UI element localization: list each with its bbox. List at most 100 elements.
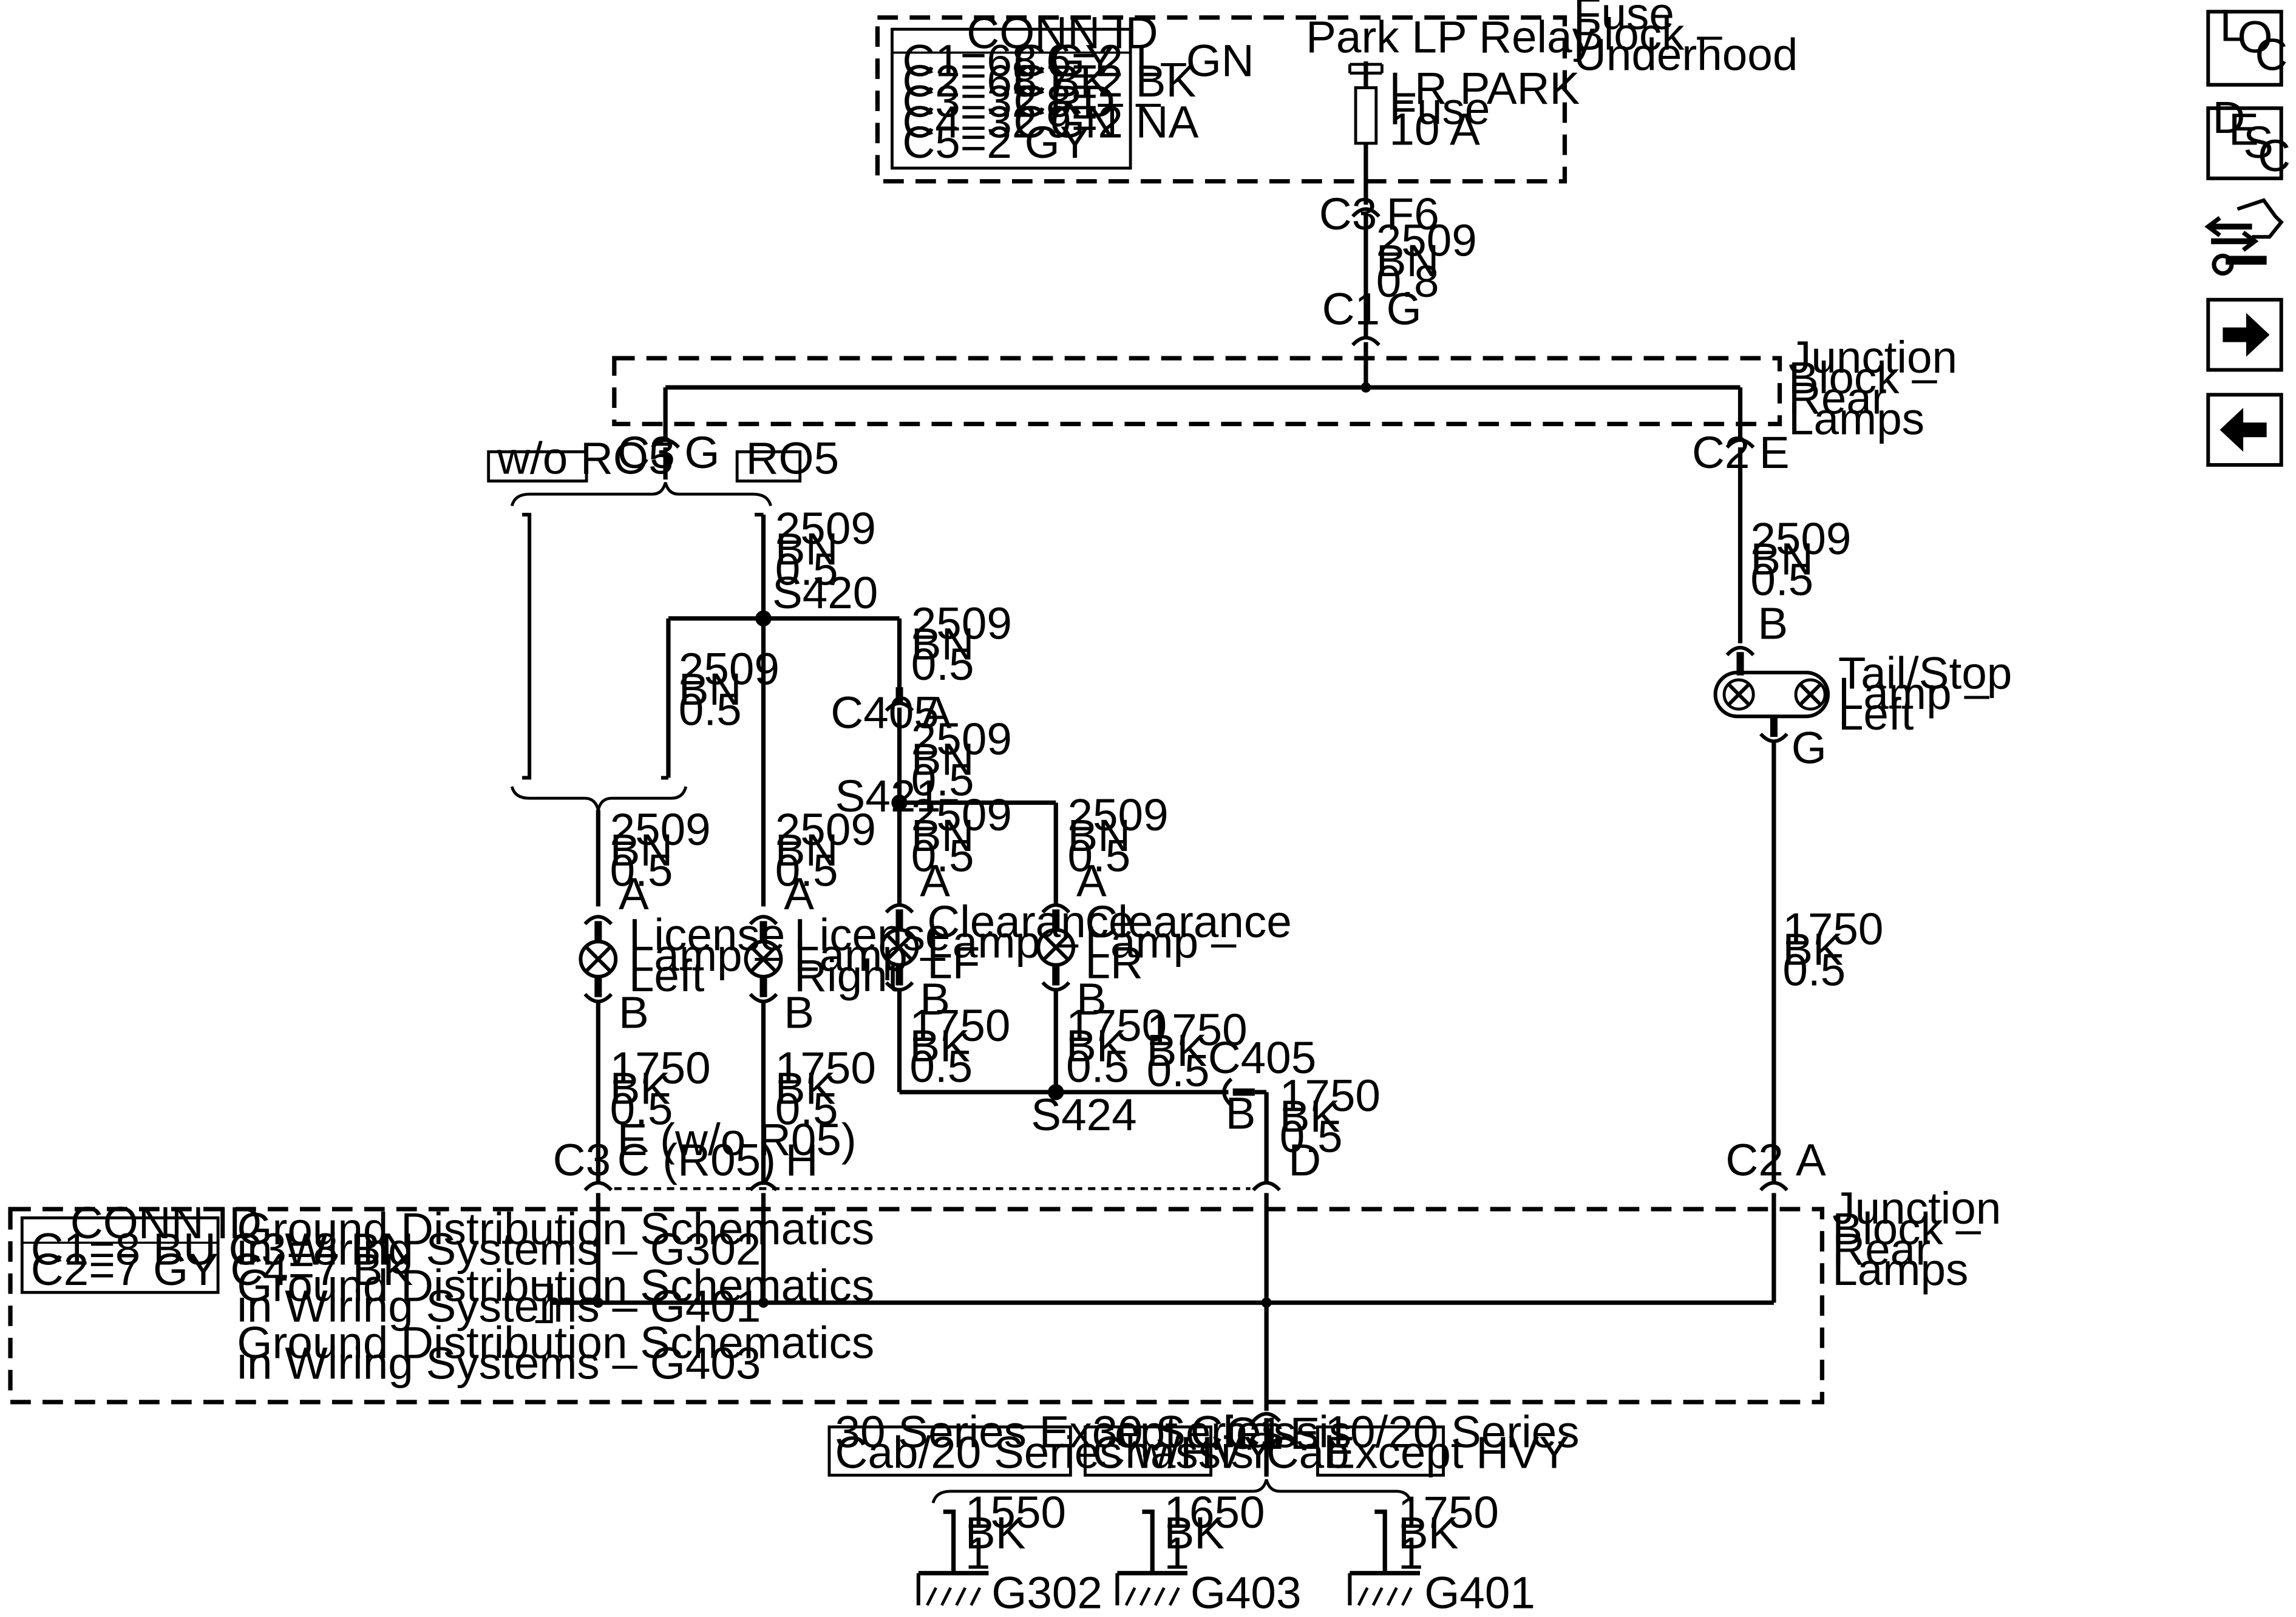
- svg-text:C8=– –: C8=– –: [1013, 76, 1161, 127]
- wire-label-fuse: 2509 BN 0.8: [1376, 215, 1477, 307]
- wire-label-s420-right: 2509 BN 0.5: [911, 598, 1012, 690]
- svg-text:BN: BN: [775, 523, 838, 574]
- wire-label-g-cl-lf: 1750 BK 0.5: [909, 1000, 1010, 1091]
- svg-text:1750: 1750: [1280, 1070, 1381, 1121]
- svg-text:Except HVY: Except HVY: [1325, 1426, 1569, 1477]
- wire-label-tail-in: 2509 BN 0.5: [1750, 513, 1851, 605]
- next-button[interactable]: [2206, 297, 2283, 372]
- option-ro5: RO5: [735, 432, 839, 483]
- connector-c405-b: [1222, 1077, 1233, 1107]
- ground-brace: [931, 1479, 1413, 1503]
- lamp-tail-stop-left: [1713, 646, 1830, 744]
- lamp-license-left-label: License Lamp – Left: [629, 909, 785, 1001]
- svg-text:C1: C1: [1226, 1408, 1283, 1459]
- svg-text:0.5: 0.5: [1782, 944, 1846, 995]
- lamp-license-right: [744, 915, 783, 1003]
- svg-text:Rear: Rear: [1788, 373, 1887, 424]
- svg-text:BN: BN: [775, 824, 838, 875]
- svg-text:in Wiring Systems – G403: in Wiring Systems – G403: [237, 1337, 761, 1388]
- svg-text:B: B: [1226, 1088, 1256, 1139]
- ground-option-2: 30 Series Chassis Cab: [1084, 1406, 1350, 1477]
- previous-button[interactable]: [2206, 393, 2283, 467]
- svg-text:1: 1: [965, 1528, 991, 1579]
- svg-text:C3=32 RD: C3=32 RD: [902, 76, 1115, 127]
- svg-text:Rear: Rear: [1832, 1224, 1931, 1275]
- ground-option-3: 10/20 Series Except HVY: [1316, 1406, 1580, 1477]
- svg-text:E: E: [1759, 427, 1790, 478]
- svg-text:S420: S420: [772, 567, 878, 618]
- svg-text:w/o RO5: w/o RO5: [497, 432, 673, 483]
- svg-text:1750: 1750: [775, 1042, 876, 1093]
- wire-label-lic-right: 2509 BN 0.5: [775, 804, 876, 895]
- svg-text:C: C: [2255, 29, 2288, 80]
- svg-text:BN: BN: [1750, 534, 1813, 585]
- ground-g401: [1348, 1509, 1421, 1606]
- wire-label-lic-left: 2509 BN 0.5: [610, 804, 711, 895]
- svg-text:C1=8 BU C3=8 BN: C1=8 BU C3=8 BN: [31, 1224, 414, 1275]
- svg-text:License: License: [794, 909, 950, 960]
- svg-text:C405: C405: [830, 687, 939, 738]
- svg-text:1750: 1750: [1147, 1004, 1248, 1055]
- svg-text:Junction: Junction: [1832, 1182, 2001, 1233]
- svg-text:Fuse: Fuse: [1389, 83, 1490, 134]
- junction-block-top-outline: [612, 356, 1782, 427]
- svg-text:C9=2 NA: C9=2 NA: [1013, 96, 1198, 147]
- svg-text:Left: Left: [629, 950, 705, 1001]
- svg-text:BN: BN: [1068, 810, 1131, 861]
- connector-tool-button[interactable]: [2204, 198, 2284, 276]
- svg-text:D: D: [1288, 1134, 1321, 1185]
- lamp-tail-stop-label: Tail/Stop Lamp – Left: [1838, 647, 2012, 739]
- svg-text:2509: 2509: [1376, 215, 1477, 266]
- locator-button[interactable]: L O C: [2206, 0, 2288, 87]
- svg-text:30 Series Except Chassis: 30 Series Except Chassis: [835, 1406, 1352, 1457]
- svg-text:C2=7 GY C4=7 BK: C2=7 GY C4=7 BK: [31, 1244, 413, 1295]
- svg-text:G: G: [684, 427, 719, 478]
- svg-text:0.5: 0.5: [679, 684, 742, 735]
- svg-text:D: D: [2213, 92, 2246, 143]
- svg-text:0.5: 0.5: [1280, 1111, 1343, 1162]
- svg-text:B: B: [1076, 974, 1107, 1025]
- svg-text:C1: C1: [1322, 283, 1380, 334]
- svg-text:0.5: 0.5: [610, 845, 673, 896]
- svg-text:BK: BK: [1164, 1507, 1224, 1558]
- svg-text:2509: 2509: [679, 643, 779, 694]
- svg-text:1750: 1750: [1398, 1486, 1499, 1537]
- svg-text:BN: BN: [610, 824, 673, 875]
- ground-g403: [1115, 1509, 1188, 1606]
- svg-text:B: B: [1758, 598, 1788, 649]
- svg-text:LF: LF: [927, 937, 980, 988]
- wire-label-g-lic-left: 1750 BK 0.5: [610, 1042, 711, 1134]
- svg-text:A: A: [784, 868, 814, 919]
- lamp-clearance-lf: [880, 903, 919, 992]
- svg-text:0.5: 0.5: [1750, 554, 1813, 605]
- svg-text:A: A: [1796, 1134, 1826, 1185]
- svg-text:2509: 2509: [775, 503, 876, 554]
- lamp-clearance-lr-label: Clearance Lamp – LR: [1085, 896, 1291, 988]
- svg-text:0.5: 0.5: [911, 754, 974, 805]
- svg-text:2509: 2509: [1068, 789, 1169, 840]
- svg-text:BK: BK: [965, 1507, 1026, 1558]
- svg-text:BK: BK: [1066, 1020, 1127, 1071]
- svg-text:CONN ID: CONN ID: [966, 7, 1158, 58]
- svg-text:BK: BK: [1782, 924, 1843, 975]
- relay-label: Park LP Relay: [1306, 12, 1595, 63]
- wire-label-g302: 1550 BK 1: [965, 1486, 1066, 1578]
- description-button[interactable]: D E S C: [2206, 92, 2291, 181]
- svg-text:2509: 2509: [610, 804, 711, 855]
- svg-text:Lamp –: Lamp –: [629, 929, 780, 980]
- svg-text:C405: C405: [1208, 1032, 1316, 1083]
- svg-text:O: O: [2237, 12, 2272, 63]
- svg-text:1650: 1650: [1164, 1486, 1265, 1537]
- connector-tool-icon: [2204, 198, 2284, 276]
- svg-text:0.5: 0.5: [909, 1040, 973, 1091]
- connector-c3-f6: [1351, 207, 1381, 218]
- svg-text:Right: Right: [794, 950, 900, 1001]
- svg-text:A: A: [920, 855, 950, 906]
- svg-text:0.5: 0.5: [1147, 1045, 1210, 1096]
- svg-text:0.5: 0.5: [610, 1083, 673, 1134]
- svg-text:L: L: [2220, 0, 2246, 50]
- svg-text:S421: S421: [835, 770, 941, 821]
- connector-c1-g: [1351, 336, 1381, 347]
- svg-text:F6: F6: [1387, 188, 1439, 239]
- svg-text:C (R05): C (R05): [617, 1134, 776, 1185]
